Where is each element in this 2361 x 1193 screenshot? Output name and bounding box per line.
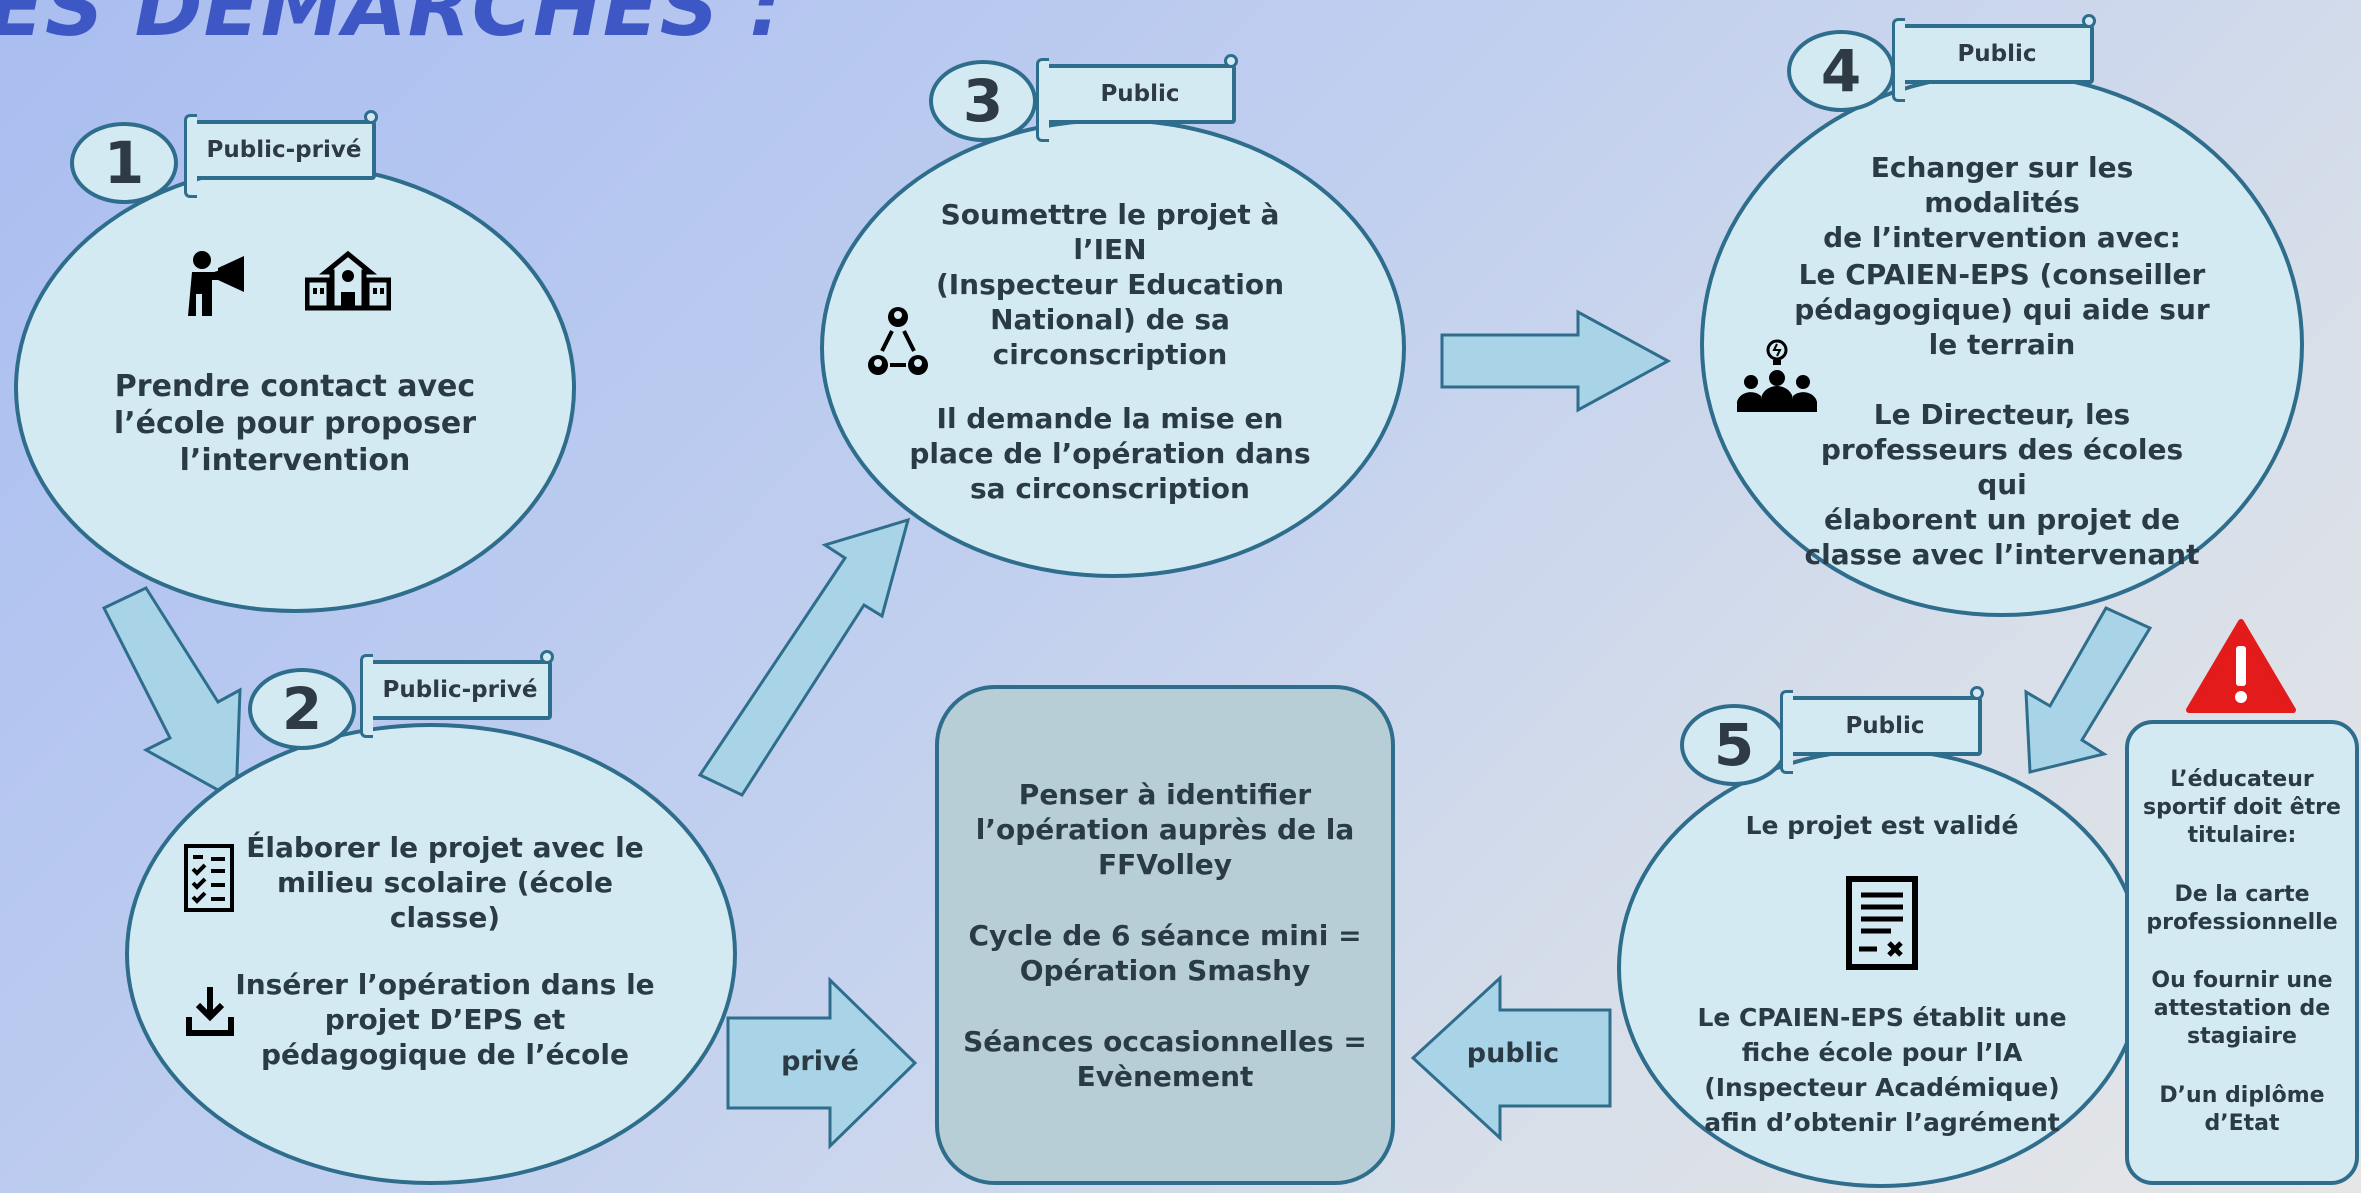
step-2-tag: Public-privé — [360, 650, 554, 738]
step-3-tag: Public — [1036, 54, 1238, 142]
warning-icon — [2186, 618, 2296, 718]
step-4-text-c: Le Directeur, les professeurs des écoles… — [1804, 398, 2200, 571]
arrow-3-to-4 — [1440, 309, 1672, 413]
team-idea-icon — [1737, 338, 1817, 418]
megaphone-person-icon — [188, 250, 258, 324]
warning-option-3: D’un diplôme d’Etat — [2159, 1083, 2325, 1136]
step-5-text-a: Le projet est validé — [1745, 811, 2019, 840]
step-1-text: Prendre contact avec l’école pour propos… — [113, 369, 477, 478]
download-icon — [185, 985, 235, 1041]
info-box-text-3: Séances occasionnelles = Evènement — [963, 1025, 1367, 1093]
warning-intro: L’éducateur sportif doit être titulaire: — [2143, 767, 2341, 848]
step-1-tag: Public-privé — [184, 110, 378, 198]
step-2-ellipse — [125, 723, 737, 1185]
step-2-text-b: Insérer l’opération dans le projet D’EPS… — [235, 968, 655, 1071]
step-2-text-a: Élaborer le projet avec le milieu scolai… — [246, 831, 644, 934]
step-5-tag: Public — [1780, 686, 1984, 774]
arrow-1-to-2 — [101, 586, 242, 803]
arrow-label-prive: privé — [781, 1046, 859, 1077]
step-4-text-b: Le CPAIEN-EPS (conseiller pédagogique) q… — [1794, 258, 2210, 361]
step-3-text-a: Soumettre le projet à l’IEN (Inspecteur … — [935, 198, 1285, 371]
step-4-number: 4 — [1787, 30, 1895, 112]
arrow-public — [1410, 974, 1612, 1142]
step-3-number: 3 — [929, 60, 1037, 142]
network-icon — [868, 305, 928, 381]
info-box-text-1: Penser à identifier l’opération auprès d… — [975, 778, 1355, 881]
arrow-label-public: public — [1466, 1038, 1560, 1069]
step-5-text-b: Le CPAIEN-EPS établit une fiche école po… — [1697, 1003, 2067, 1137]
info-box — [935, 685, 1395, 1185]
warning-box — [2125, 720, 2359, 1185]
arrow-4-to-5 — [2024, 606, 2153, 774]
step-2-number: 2 — [248, 668, 356, 750]
step-4-text-a: Echanger sur les modalités de l’interven… — [1823, 151, 2181, 254]
warning-option-2: Ou fournir une attestation de stagiaire — [2151, 968, 2333, 1049]
info-box-text-2: Cycle de 6 séance mini = Opération Smash… — [968, 919, 1362, 987]
step-1-number: 1 — [70, 122, 178, 204]
step-3-text-b: Il demande la mise en place de l’opérati… — [909, 402, 1311, 505]
step-4-ellipse — [1700, 72, 2304, 617]
school-icon — [304, 250, 392, 316]
warning-option-1: De la carte professionnelle — [2146, 882, 2338, 935]
step-4-tag: Public — [1892, 14, 2096, 102]
step-5-number: 5 — [1680, 704, 1788, 786]
arrow-prive — [726, 976, 918, 1150]
arrow-2-to-3 — [697, 517, 911, 797]
checklist-icon — [183, 843, 235, 917]
page-title: ES DEMARCHES : — [0, 0, 784, 55]
certificate-icon — [1845, 875, 1919, 975]
